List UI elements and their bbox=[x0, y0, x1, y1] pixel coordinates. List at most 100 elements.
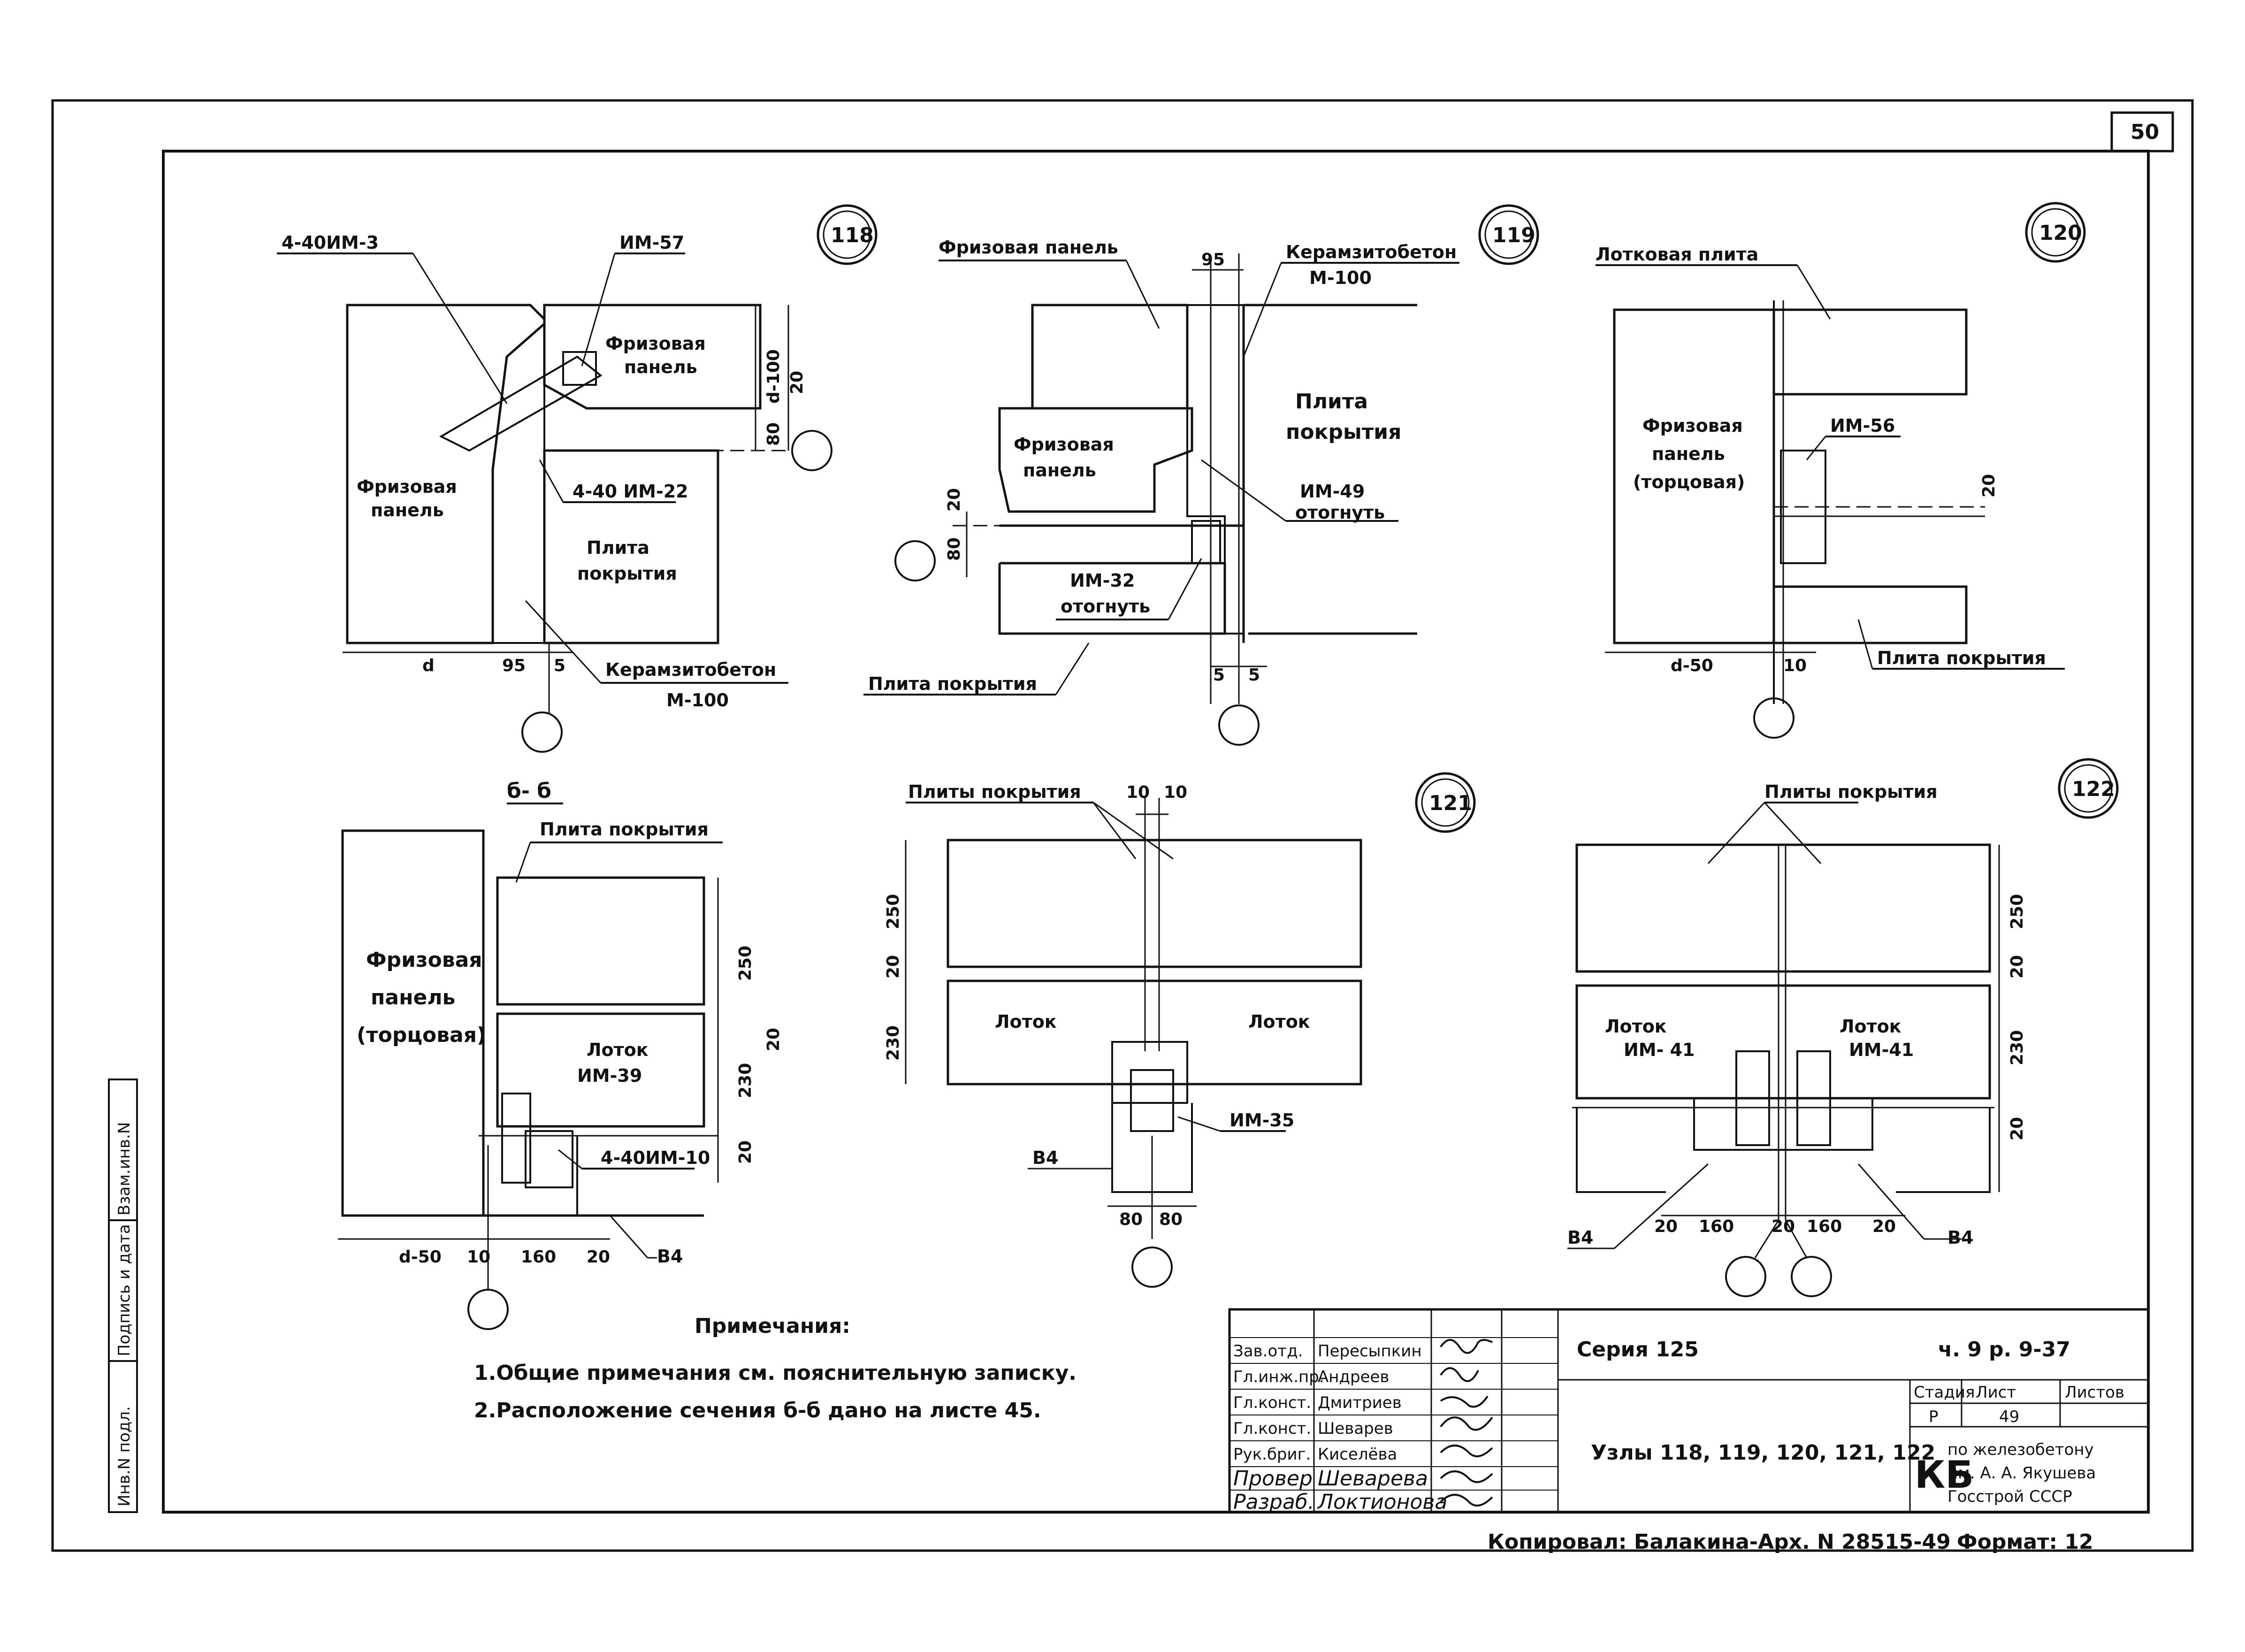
name-4: Киселёва bbox=[1318, 1445, 1397, 1464]
section-b-b: б- б Плита покрытия Фризовая панель (тор… bbox=[338, 779, 783, 1330]
dim-10a: 10 bbox=[1126, 783, 1150, 802]
note-1: 1.Общие примечания см. пояснительную зап… bbox=[474, 1361, 1077, 1385]
dim-95: 95 bbox=[502, 656, 526, 675]
label-frieze-3: (торцовая) bbox=[1633, 472, 1745, 492]
label-im56: ИМ-56 bbox=[1830, 415, 1895, 436]
label-tray: Лоток bbox=[587, 1040, 649, 1060]
label-slab-2: покрытия bbox=[577, 563, 677, 584]
dim-230: 230 bbox=[884, 1025, 903, 1061]
signatures bbox=[1440, 1339, 1493, 1507]
org-2: им. А. А. Якушева bbox=[1947, 1464, 2096, 1483]
dim-250: 250 bbox=[736, 946, 755, 981]
label-slab: Плита покрытия bbox=[540, 819, 709, 840]
label-concrete-2: М-100 bbox=[666, 690, 729, 711]
note-2: 2.Расположение сечения б-б дано на листе… bbox=[474, 1399, 1041, 1423]
sheet-number-box bbox=[2110, 111, 2174, 153]
label-slab-1: Плита bbox=[587, 537, 649, 558]
node-121-number: 121 bbox=[1429, 791, 1472, 815]
label-slab-bottom: Плита покрытия bbox=[1877, 648, 2046, 668]
dim-d-50: d-50 bbox=[399, 1247, 442, 1267]
label-frieze-1: Фризовая bbox=[1642, 415, 1743, 436]
stage: Р bbox=[1929, 1407, 1939, 1426]
stamp-replace: Взам.инв.N bbox=[115, 1122, 134, 1216]
title-block: Зав.отд. Гл.инж.пр. Гл.конст. Гл.конст. … bbox=[1228, 1308, 2150, 1514]
dim-250: 250 bbox=[2008, 894, 2027, 929]
dim-20: 20 bbox=[945, 488, 964, 512]
dim-5: 5 bbox=[554, 656, 565, 675]
node-121: 121 Плиты покрытия Лоток Лоток ИМ-35 В4 … bbox=[884, 772, 1476, 1288]
node-122-number: 122 bbox=[2072, 777, 2115, 801]
org-logo: КБ bbox=[1915, 1453, 1974, 1497]
label-b4: В4 bbox=[1032, 1147, 1058, 1168]
side-stamp: Инв.N подл. Подпись и дата Взам.инв.N bbox=[108, 1078, 138, 1513]
name-5: Шеварева bbox=[1318, 1467, 1428, 1491]
label-slabs: Плиты покрытия bbox=[908, 781, 1081, 802]
dim-230: 230 bbox=[736, 1063, 755, 1098]
dim-20c: 20 bbox=[1654, 1217, 1678, 1236]
dim-d-50: d-50 bbox=[1671, 656, 1713, 675]
dim-230: 230 bbox=[2008, 1030, 2027, 1065]
role-4: Рук.бриг. bbox=[1233, 1445, 1311, 1464]
dim-20: 20 bbox=[1979, 474, 1999, 497]
node-120-number: 120 bbox=[2039, 221, 2082, 245]
label-frieze-panel: Фризовая панель bbox=[939, 237, 1118, 258]
copied-by: Копировал: Балакина-Арх. N 28515-49 bbox=[1488, 1530, 1951, 1554]
stamp-inv: Инв.N подл. bbox=[115, 1406, 134, 1507]
section-title: б- б bbox=[507, 779, 551, 803]
node-118-number: 118 bbox=[831, 223, 874, 247]
dim-80b: 80 bbox=[1159, 1210, 1183, 1229]
title: Узлы 118, 119, 120, 121, 122 bbox=[1591, 1441, 1935, 1465]
notes: Примечания: 1.Общие примечания см. поясн… bbox=[474, 1314, 1077, 1423]
dim-250: 250 bbox=[884, 894, 903, 929]
org-1: по железобетону bbox=[1947, 1440, 2094, 1459]
label-frieze-2: панель bbox=[1652, 444, 1725, 464]
dim-d-100: d-100 bbox=[764, 349, 783, 404]
role-6: Разраб. bbox=[1233, 1490, 1314, 1514]
label-frieze-left-1: Фризовая bbox=[357, 476, 457, 497]
dim-5a: 5 bbox=[1213, 665, 1225, 685]
node-119-number: 119 bbox=[1492, 223, 1535, 247]
label-frieze-right-2: панель bbox=[624, 357, 697, 377]
label-im57: ИМ-57 bbox=[619, 232, 684, 253]
label-frieze-lower-1: Фризовая bbox=[1014, 434, 1114, 455]
label-concrete-2: М-100 bbox=[1309, 268, 1372, 288]
notes-title: Примечания: bbox=[695, 1314, 850, 1338]
name-3: Шеварев bbox=[1318, 1419, 1393, 1438]
name-6: Локтионова bbox=[1317, 1490, 1447, 1514]
dim-160: 160 bbox=[521, 1247, 556, 1267]
node-122: 122 Плиты покрытия Лоток ИМ- 41 Лоток ИМ… bbox=[1567, 758, 2119, 1297]
header-stage: Стадия bbox=[1914, 1383, 1975, 1402]
label-4-40im3: 4-40ИМ-3 bbox=[282, 232, 379, 253]
label-b4: В4 bbox=[657, 1246, 683, 1267]
name-2: Дмитриев bbox=[1318, 1393, 1402, 1412]
label-tray-right: Лоток bbox=[1248, 1011, 1310, 1032]
sheet-number: 50 bbox=[2130, 120, 2159, 144]
label-im49: ИМ-49 bbox=[1300, 481, 1365, 502]
dim-10: 10 bbox=[467, 1247, 490, 1267]
dim-160a: 160 bbox=[1699, 1217, 1734, 1236]
dim-20a: 20 bbox=[2008, 955, 2027, 979]
dim-5b: 5 bbox=[1248, 665, 1260, 685]
name-1: Андреев bbox=[1318, 1368, 1389, 1386]
role-1: Гл.инж.пр. bbox=[1233, 1368, 1324, 1386]
role-2: Гл.конст. bbox=[1233, 1393, 1311, 1412]
label-concrete-1: Керамзитобетон bbox=[605, 659, 776, 680]
dim-80a: 80 bbox=[1119, 1210, 1143, 1229]
label-frieze-2: панель bbox=[371, 986, 455, 1010]
label-frieze-left-2: панель bbox=[371, 500, 444, 520]
header-sheet: Лист bbox=[1976, 1383, 2016, 1402]
label-im41-right: ИМ-41 bbox=[1849, 1040, 1914, 1060]
dim-10b: 10 bbox=[1164, 783, 1187, 802]
label-tray-slab: Лотковая плита bbox=[1596, 244, 1758, 265]
dim-80: 80 bbox=[764, 422, 783, 446]
label-slab-2: покрытия bbox=[1286, 420, 1401, 444]
header-sheets: Листов bbox=[2065, 1383, 2124, 1402]
dim-20: 20 bbox=[884, 955, 903, 979]
label-b4-right: В4 bbox=[1947, 1227, 1973, 1248]
role-3: Гл.конст. bbox=[1233, 1419, 1311, 1438]
org-3: Госстрой СССР bbox=[1947, 1487, 2072, 1506]
series: Серия 125 bbox=[1577, 1338, 1699, 1361]
label-tray-left: Лоток bbox=[995, 1011, 1057, 1032]
dim-80: 80 bbox=[945, 537, 964, 561]
sheet: 49 bbox=[1999, 1407, 2019, 1426]
